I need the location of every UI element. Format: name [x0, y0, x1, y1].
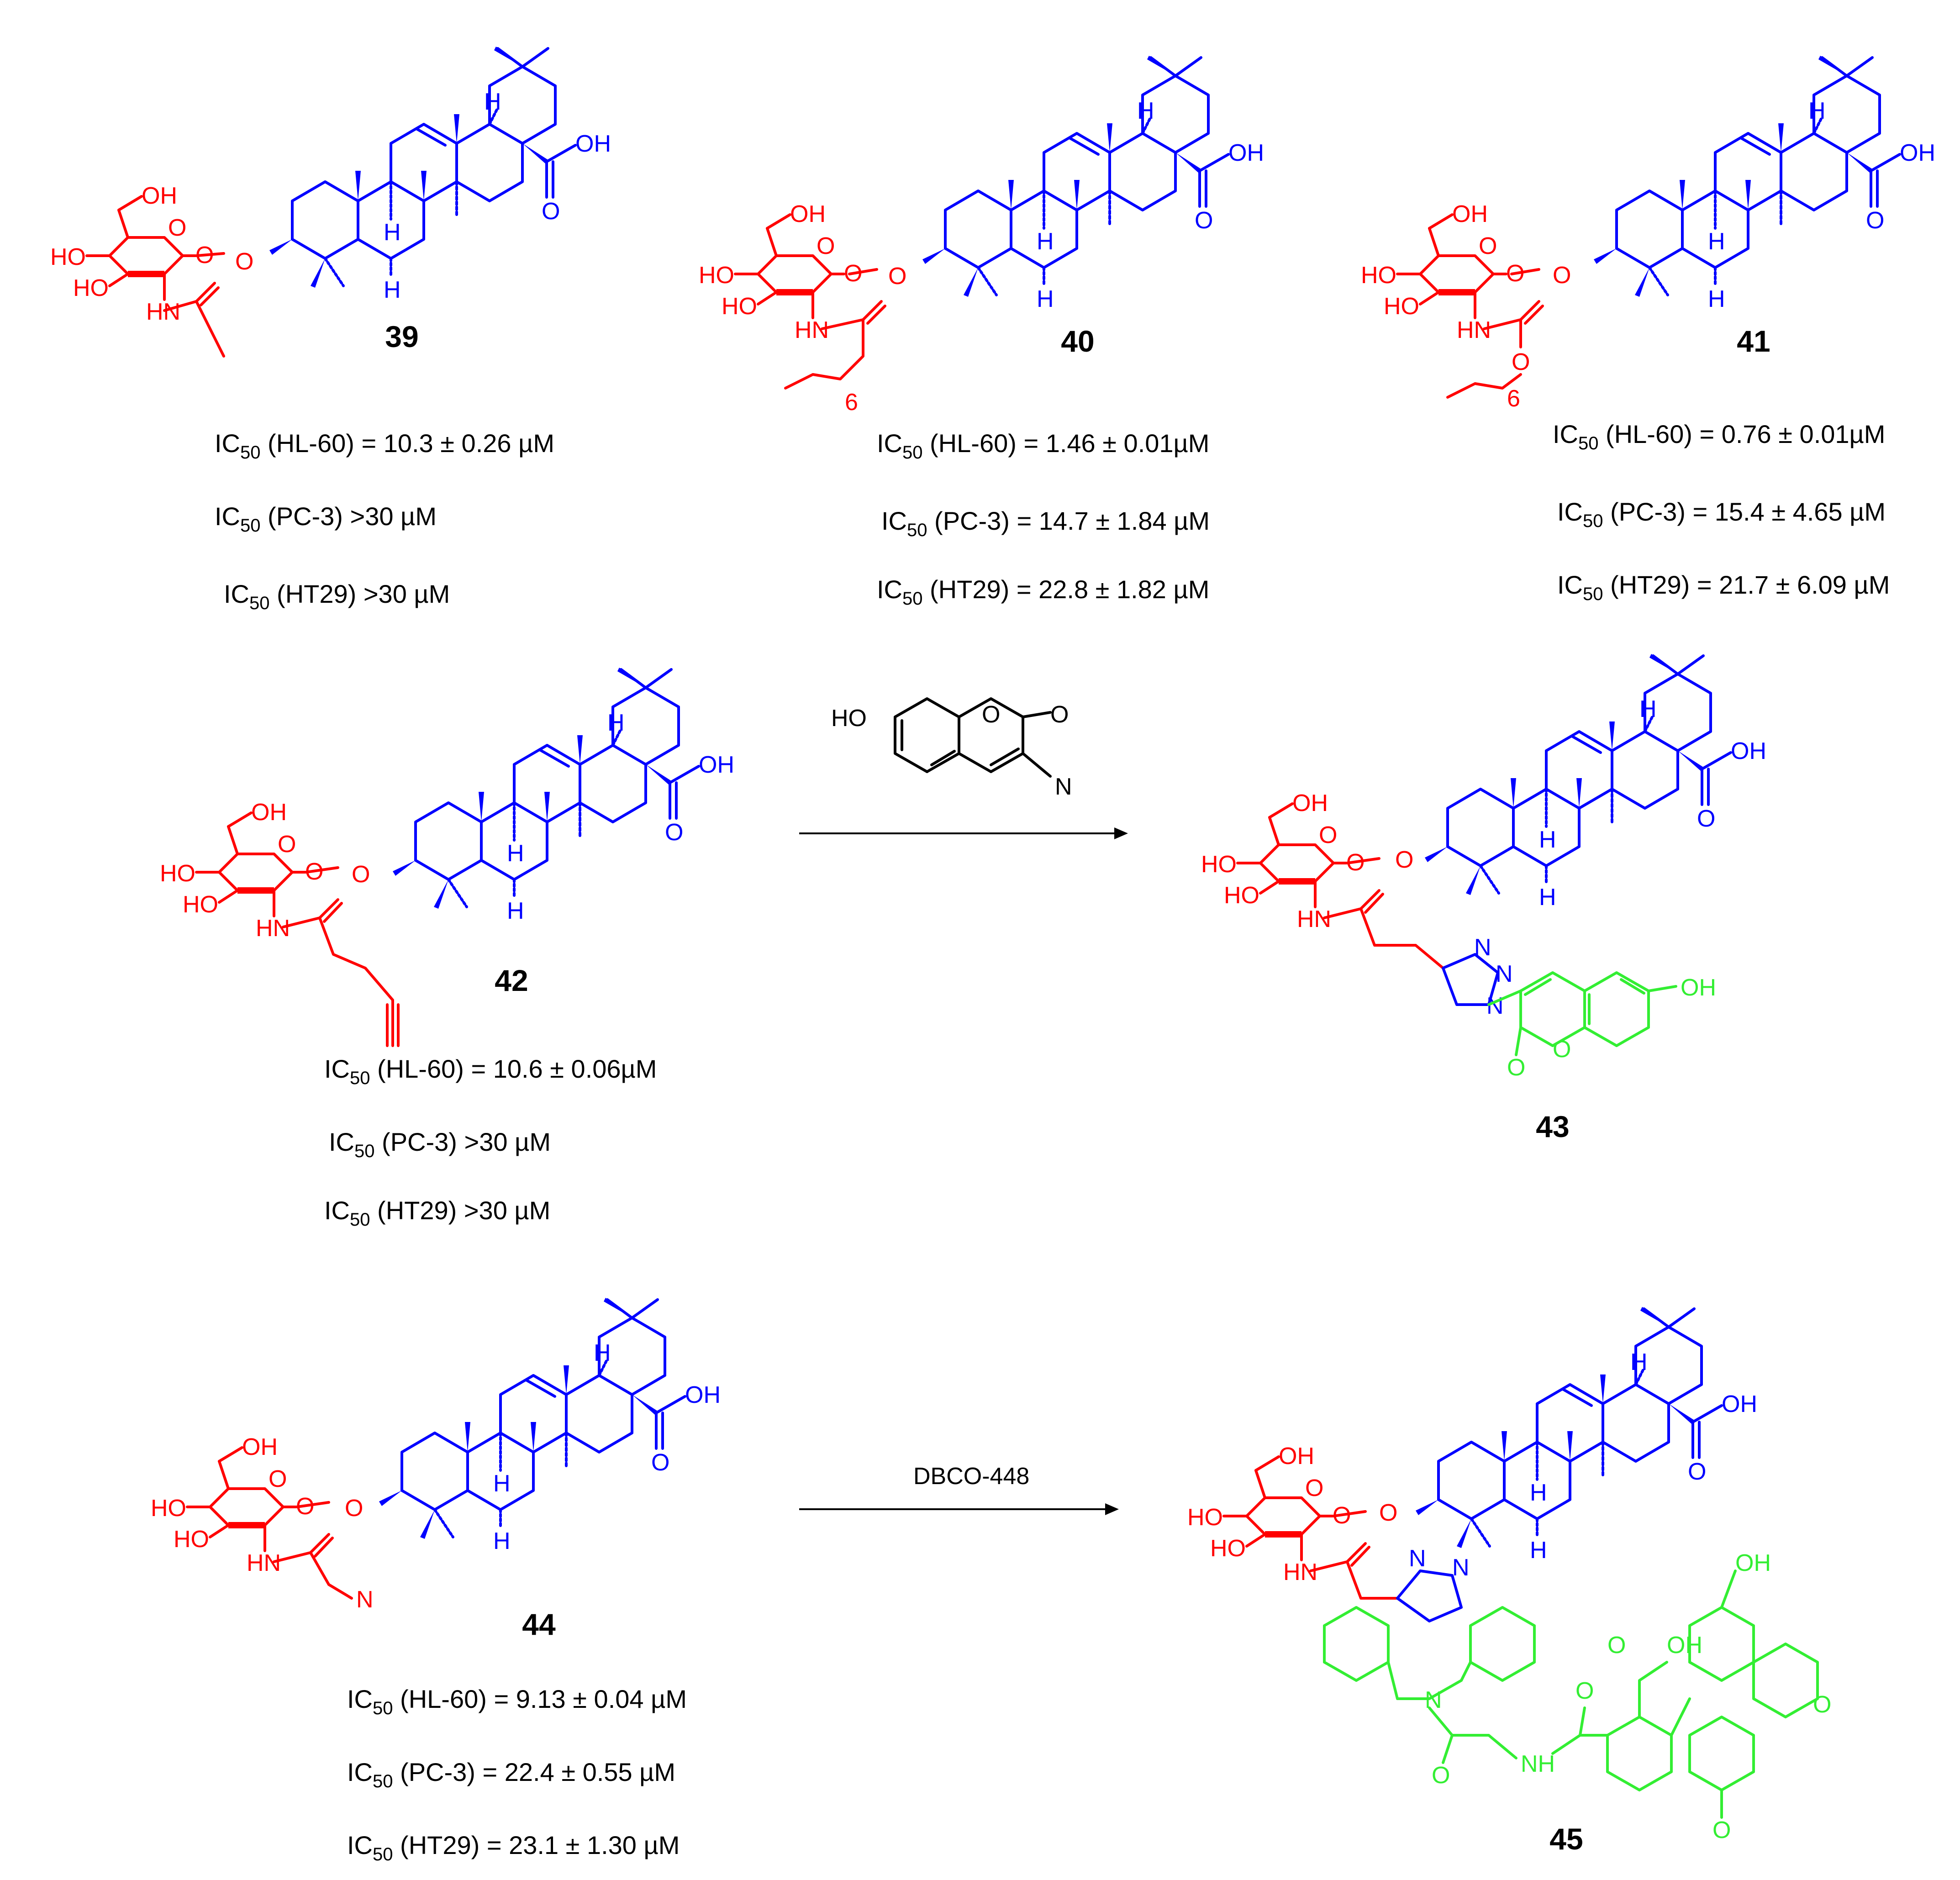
compound-label-45: 45: [1549, 1822, 1583, 1856]
reagent-azidocoumarin: HO O O N: [831, 697, 1072, 800]
svg-text:N: N: [1425, 1687, 1442, 1713]
compound-label-43: 43: [1536, 1110, 1569, 1143]
compound-43: O N N N OH O O 43: [1201, 654, 1766, 1143]
svg-text:O: O: [982, 701, 1000, 728]
svg-text:N: N: [1496, 961, 1513, 987]
ic50-line: IC50 (HL-60) = 0.76 ± 0.01µM: [1553, 420, 1885, 453]
svg-text:O: O: [1507, 1054, 1525, 1081]
compound-45: O N N N O NH O O OH OH O O 45: [1187, 1307, 1831, 1856]
svg-text:6: 6: [1507, 385, 1520, 412]
compound-label-44: 44: [522, 1607, 556, 1641]
ic50-line: IC50 (PC-3) = 22.4 ± 0.55 µM: [347, 1758, 675, 1791]
svg-text:N: N: [1452, 1554, 1470, 1581]
svg-text:N: N: [1486, 993, 1504, 1019]
ic50-line: IC50 (PC-3) = 15.4 ± 4.65 µM: [1557, 497, 1886, 531]
ic50-line: IC50 (PC-3) = 14.7 ± 1.84 µM: [881, 506, 1210, 540]
svg-text:O: O: [1395, 847, 1413, 873]
compound-label-42: 42: [495, 964, 528, 997]
svg-text:N: N: [356, 1586, 374, 1613]
compound-40: O 6 40: [699, 56, 1264, 416]
compound-42: O 42: [160, 668, 734, 1047]
svg-text:O: O: [235, 248, 253, 275]
svg-text:O: O: [1575, 1678, 1594, 1704]
ic50-block-44: IC50 (HL-60) = 9.13 ± 0.04 µM IC50 (PC-3…: [347, 1685, 687, 1864]
ic50-line: IC50 (HT29) = 21.7 ± 6.09 µM: [1557, 570, 1890, 604]
svg-text:N: N: [1055, 774, 1072, 800]
reaction-arrow-42-43: [799, 827, 1128, 839]
ic50-line: IC50 (HL-60) = 1.46 ± 0.01µM: [877, 429, 1209, 463]
svg-text:O: O: [1607, 1632, 1626, 1659]
svg-text:OH: OH: [1667, 1632, 1702, 1659]
svg-text:O: O: [1813, 1691, 1831, 1718]
svg-text:O: O: [1553, 1036, 1571, 1063]
svg-text:6: 6: [845, 389, 858, 416]
ic50-line: IC50 (HL-60) = 10.6 ± 0.06µM: [324, 1054, 657, 1088]
ic50-line: IC50 (PC-3) >30 µM: [329, 1127, 551, 1161]
reaction-arrow-44-45: DBCO-448: [799, 1463, 1119, 1515]
ic50-line: IC50 (HL-60) = 10.3 ± 0.26 µM: [215, 429, 554, 463]
ic50-block-39: IC50 (HL-60) = 10.3 ± 0.26 µM IC50 (PC-3…: [215, 429, 554, 613]
ic50-line: IC50 (HT29) >30 µM: [324, 1196, 550, 1230]
svg-text:O: O: [1432, 1762, 1450, 1789]
svg-text:O: O: [1050, 701, 1069, 728]
ic50-line: IC50 (HT29) = 23.1 ± 1.30 µM: [347, 1831, 680, 1864]
svg-text:OH: OH: [1735, 1550, 1771, 1576]
svg-text:O: O: [1512, 349, 1530, 375]
svg-text:O: O: [1712, 1817, 1731, 1843]
compound-label-39: 39: [385, 320, 418, 353]
svg-text:HO: HO: [831, 705, 867, 732]
svg-text:N: N: [1474, 934, 1491, 961]
ic50-block-40: IC50 (HL-60) = 1.46 ± 0.01µM IC50 (PC-3)…: [877, 429, 1210, 609]
compound-label-40: 40: [1061, 324, 1094, 358]
compound-44: O N 44: [151, 1298, 721, 1641]
svg-text:O: O: [888, 263, 906, 290]
ic50-block-42: IC50 (HL-60) = 10.6 ± 0.06µM IC50 (PC-3)…: [324, 1054, 657, 1230]
ic50-line: IC50 (HT29) >30 µM: [224, 579, 450, 613]
ic50-line: IC50 (PC-3) >30 µM: [215, 502, 437, 536]
compound-label-41: 41: [1737, 324, 1770, 358]
svg-text:O: O: [352, 861, 370, 888]
svg-text:OH: OH: [1681, 974, 1716, 1001]
ic50-block-41: IC50 (HL-60) = 0.76 ± 0.01µM IC50 (PC-3)…: [1553, 420, 1890, 604]
ic50-line: IC50 (HT29) = 22.8 ± 1.82 µM: [877, 575, 1209, 609]
svg-text:N: N: [1409, 1545, 1426, 1572]
ic50-line: IC50 (HL-60) = 9.13 ± 0.04 µM: [347, 1685, 687, 1718]
compound-41: O O 6 41: [1361, 56, 1935, 412]
reagent-label: DBCO-448: [913, 1463, 1029, 1490]
svg-text:O: O: [1379, 1500, 1397, 1526]
svg-text:NH: NH: [1521, 1751, 1555, 1777]
compound-39: O 39: [50, 47, 611, 358]
svg-text:O: O: [1553, 262, 1571, 289]
svg-text:O: O: [345, 1495, 363, 1522]
